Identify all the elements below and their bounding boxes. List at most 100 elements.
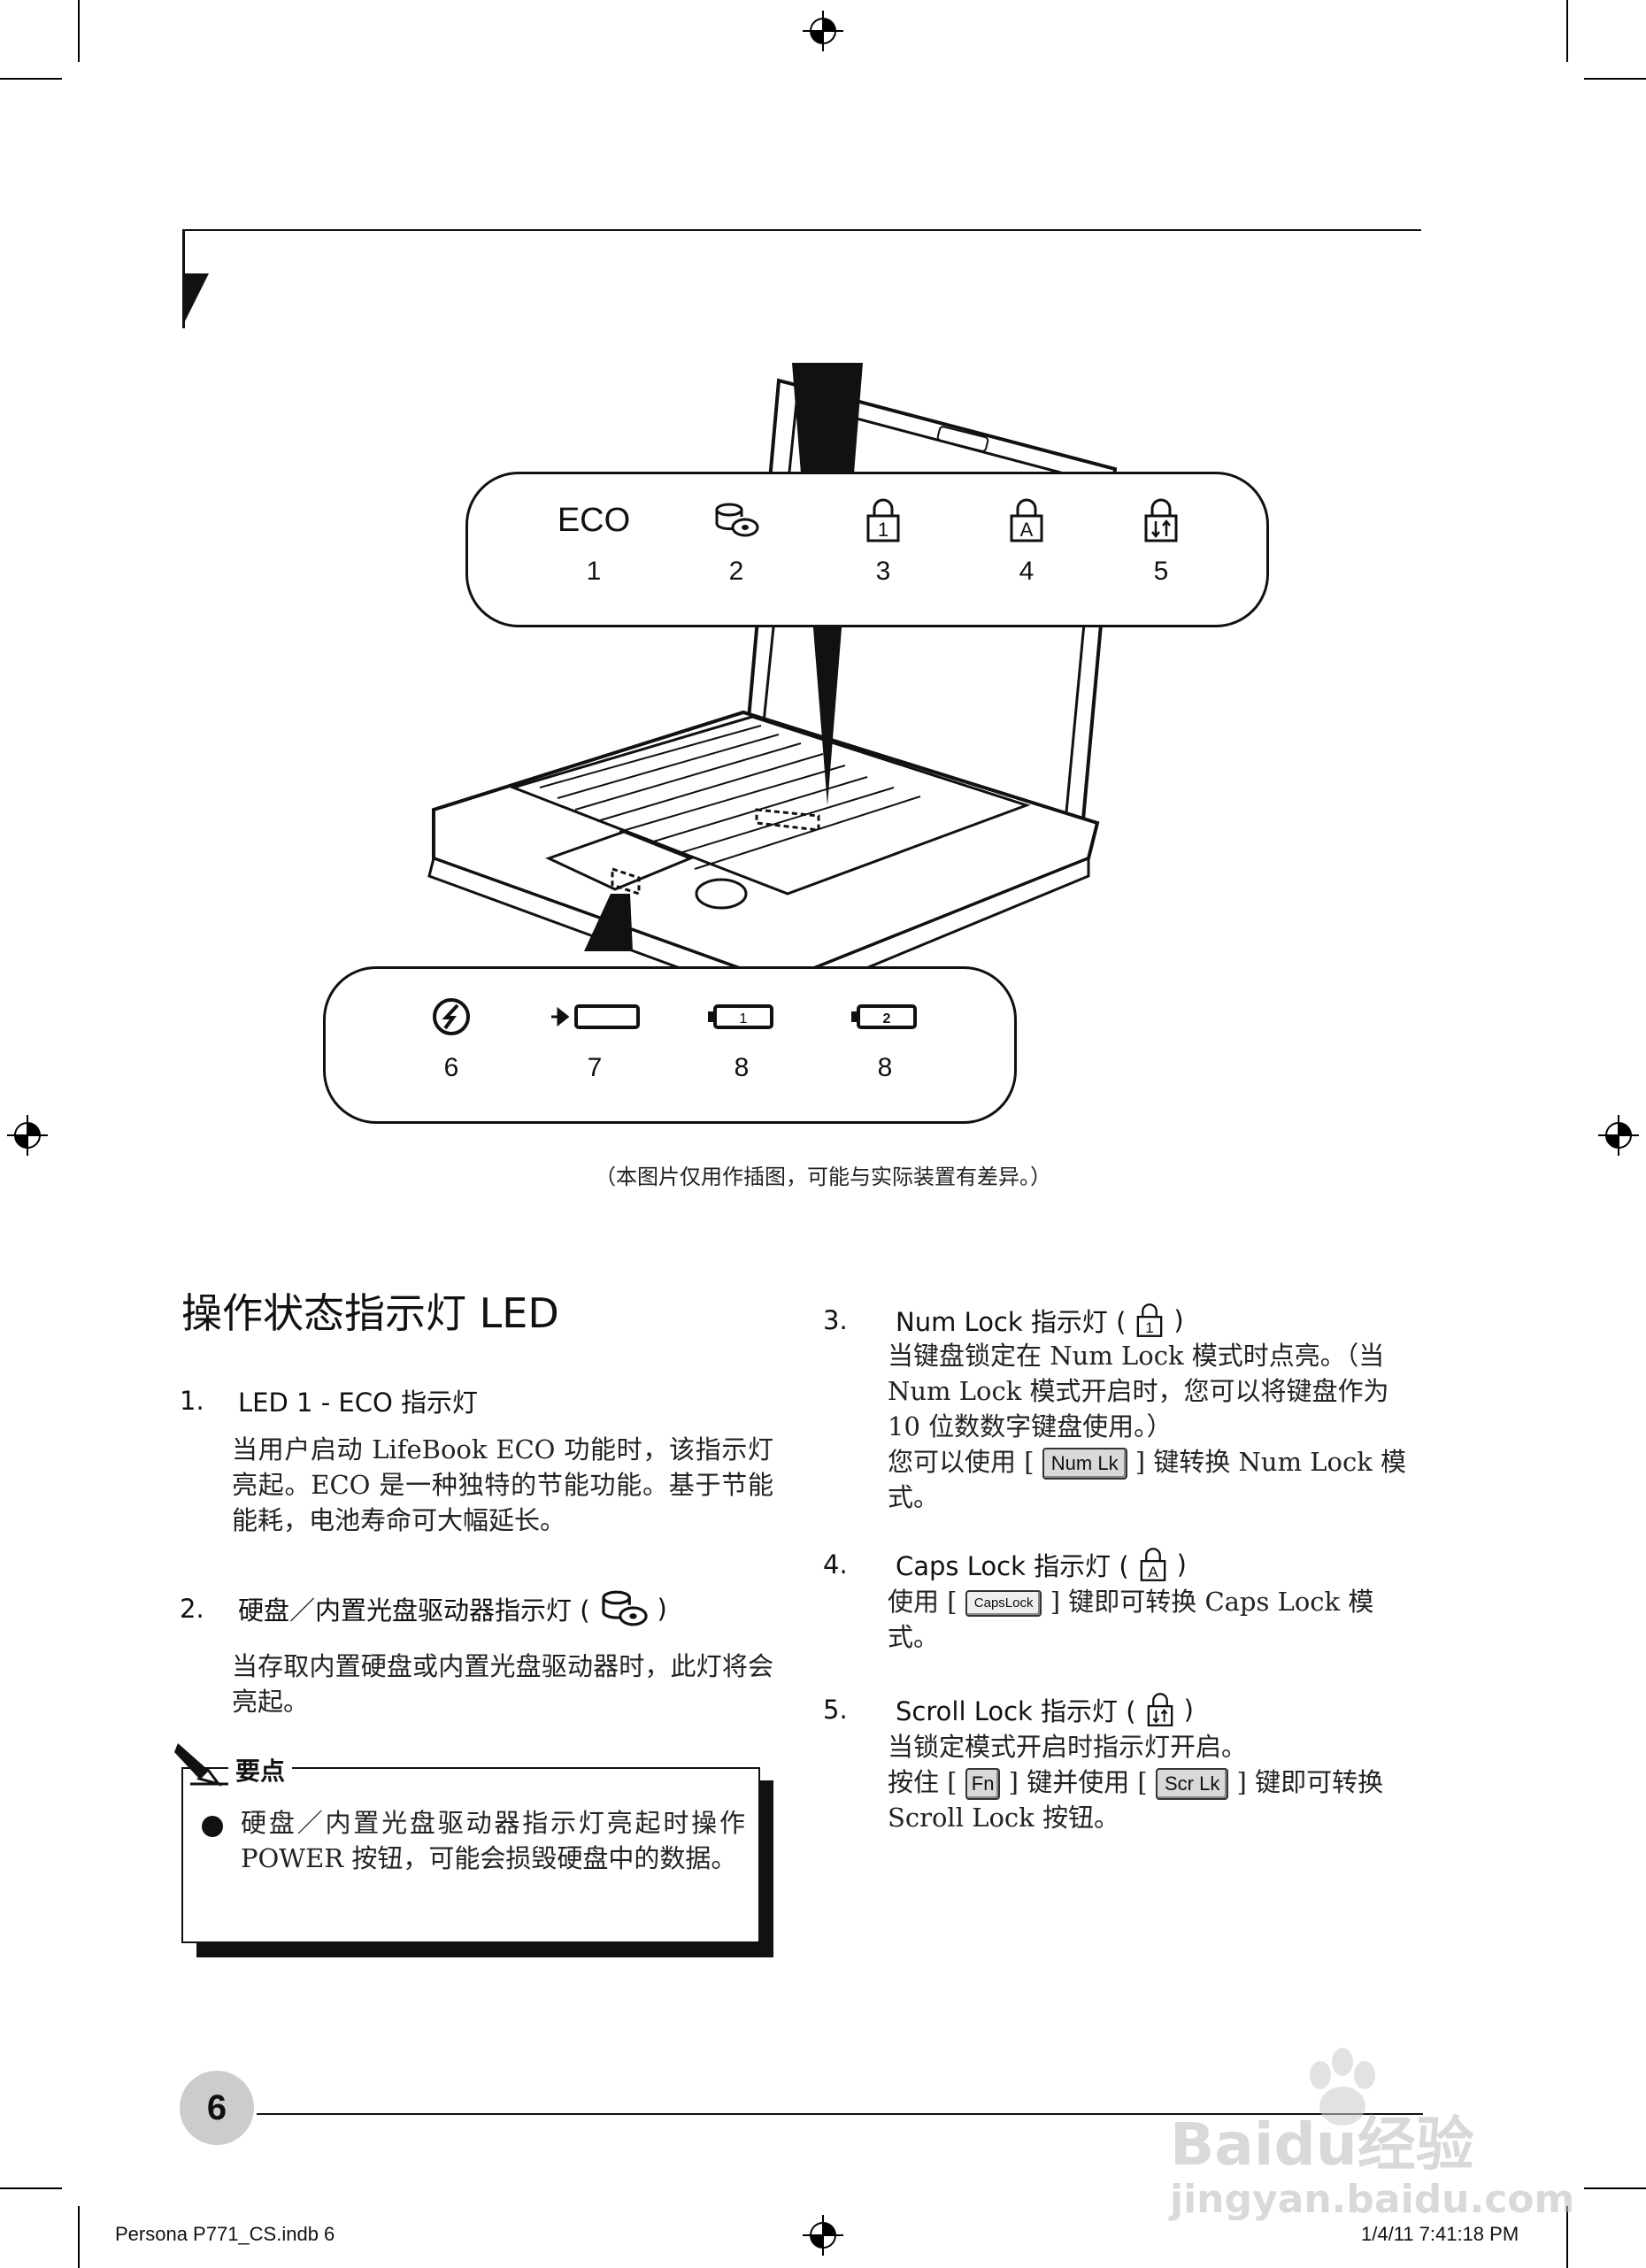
ac-adapter-icon	[551, 1004, 640, 1029]
indicator-number: 5	[1153, 557, 1169, 586]
scr-lk-key: Scr Lk	[1155, 1768, 1229, 1800]
indicator-2: 2	[683, 498, 789, 587]
body-line: 式。	[888, 1622, 940, 1652]
indicator-number: 6	[443, 1053, 459, 1082]
crop-mark	[1566, 2206, 1568, 2268]
top-indicator-callout	[465, 472, 1269, 627]
disk-drive-icon	[601, 1590, 648, 1626]
disk-drive-icon	[715, 503, 759, 537]
indicator-4: A 4	[973, 498, 1080, 587]
caps-lock-glyph: A	[1148, 1564, 1158, 1580]
note-text: 硬盘／内置光盘驱动器指示灯亮起时操作 POWER 按钮，可能会损毁硬盘中的数据。	[241, 1808, 745, 1873]
crop-mark	[0, 78, 62, 80]
text-fragment: ] 键转换 Num Lock 模	[1135, 1447, 1407, 1477]
indicator-number: 8	[734, 1053, 750, 1082]
item-3-body: 当键盘锁定在 Num Lock 模式时点亮。（当 Num Lock 模式开启时，…	[888, 1338, 1419, 1515]
footer-timestamp: 1/4/11 7:41:18 PM	[1361, 2223, 1519, 2245]
text-fragment: 按住 [	[888, 1767, 958, 1797]
header-rule	[182, 229, 1421, 231]
registration-mark-icon	[1598, 1115, 1639, 1156]
note-box	[181, 1767, 760, 1943]
item-1-heading: 1. LED 1 - ECO 指示灯	[180, 1382, 478, 1419]
item-number: 3.	[823, 1305, 848, 1335]
battery-2-label: 2	[883, 1011, 891, 1026]
battery-1-label: 1	[740, 1011, 748, 1026]
figure-caption: （本图片仅用作插图，可能与实际装置有差异。）	[595, 1165, 1051, 1189]
bottom-rule	[257, 2113, 1423, 2115]
caps-lock-glyph: A	[1020, 519, 1034, 541]
item-title-close: )	[657, 1594, 667, 1624]
text-fragment: ] 键并使用 [	[1008, 1767, 1148, 1797]
registration-mark-icon	[803, 11, 843, 51]
item-number: 5.	[823, 1695, 848, 1725]
indicator-8a: 1 8	[688, 995, 795, 1083]
eco-label: ECO	[557, 501, 631, 539]
item-4-body: 使用 [ CapsLock ] 键即可转换 Caps Lock 模 式。	[888, 1584, 1419, 1655]
crop-mark	[1584, 78, 1646, 80]
body-line: Scroll Lock 按钮。	[888, 1803, 1119, 1833]
indicator-number: 7	[587, 1053, 603, 1082]
item-title-close: )	[1176, 1549, 1187, 1580]
item-title: LED 1 - ECO 指示灯	[238, 1388, 478, 1418]
item-title-close: )	[1173, 1305, 1184, 1335]
body-line: 式。	[888, 1482, 940, 1512]
item-title: 硬盘／内置光盘驱动器指示灯 (	[238, 1595, 590, 1626]
indicator-8b: 2 8	[832, 995, 938, 1083]
paw-icon	[1310, 2048, 1375, 2126]
item-title: Scroll Lock 指示灯 (	[896, 1696, 1136, 1726]
indicator-1: ECO 1	[541, 498, 647, 587]
body-line: 您可以使用 [ Num Lk ] 键转换 Num Lock 模	[888, 1444, 1419, 1480]
crop-mark	[78, 0, 80, 62]
indicator-number: 8	[877, 1053, 893, 1082]
bullet-icon	[202, 1816, 223, 1837]
indicator-7: 7	[542, 995, 648, 1083]
battery-1-icon: 1	[708, 1004, 773, 1029]
body-line: 当键盘锁定在 Num Lock 模式时点亮。（当	[888, 1341, 1385, 1371]
text-fragment: 您可以使用 [	[888, 1447, 1035, 1477]
watermark-brand: Baidu经验	[1170, 2110, 1474, 2179]
keyboard-keys	[539, 725, 921, 870]
text-fragment: ] 键即可转换	[1236, 1767, 1384, 1797]
indicator-3: 1 3	[830, 498, 936, 587]
fn-key: Fn	[965, 1768, 1001, 1800]
item-title: Caps Lock 指示灯 (	[896, 1551, 1129, 1581]
body-line: 按住 [ Fn ] 键并使用 [ Scr Lk ] 键即可转换	[888, 1764, 1427, 1800]
num-lock-glyph: 1	[878, 519, 888, 541]
caps-lock-key: CapsLock	[965, 1590, 1042, 1617]
page-number: 6	[180, 2071, 254, 2145]
crop-mark	[0, 2187, 62, 2189]
item-2-body: 当存取内置硬盘或内置光盘驱动器时，此灯将会亮起。	[232, 1651, 773, 1717]
power-icon	[433, 998, 470, 1035]
text-fragment: 使用 [	[888, 1587, 958, 1617]
section-title: 操作状态指示灯 LED	[181, 1289, 559, 1337]
scroll-lock-icon	[1144, 498, 1178, 542]
item-5-body: 当锁定模式开启时指示灯开启。 按住 [ Fn ] 键并使用 [ Scr Lk ]…	[888, 1729, 1427, 1835]
watermark-url: jingyan.baidu.com	[1170, 2177, 1575, 2222]
indicator-number: 2	[728, 557, 744, 586]
indicator-number: 1	[586, 557, 602, 586]
registration-mark-icon	[803, 2215, 843, 2256]
item-3-heading: 3. Num Lock 指示灯 ( 1 )	[823, 1301, 1184, 1340]
item-title-close: )	[1183, 1695, 1194, 1725]
item-2-heading: 2. 硬盘／内置光盘驱动器指示灯 ( )	[180, 1588, 667, 1629]
indicator-6: 6	[398, 995, 504, 1083]
num-lock-icon: 1	[866, 498, 900, 542]
item-title: Num Lock 指示灯 (	[896, 1307, 1127, 1337]
battery-2-icon: 2	[851, 1004, 917, 1029]
baidu-watermark: Baidu经验 jingyan.baidu.com	[1161, 2044, 1574, 2239]
header-triangle-marker	[182, 273, 209, 327]
footer-file-info: Persona P771_CS.indb 6	[115, 2223, 335, 2245]
item-number: 4.	[823, 1549, 848, 1580]
num-lock-icon: 1	[1137, 1303, 1163, 1337]
crop-mark	[1584, 2187, 1646, 2189]
indicator-5: 5	[1108, 498, 1214, 587]
bottom-indicator-callout	[323, 966, 1017, 1124]
num-lk-key: Num Lk	[1042, 1448, 1127, 1480]
body-line: Num Lock 模式开启时，您可以将键盘作为	[888, 1376, 1389, 1406]
registration-mark-icon	[7, 1115, 48, 1156]
indicator-number: 4	[1019, 557, 1035, 586]
body-line: 10 位数数字键盘使用。）	[888, 1411, 1173, 1442]
scroll-lock-icon	[1147, 1693, 1173, 1726]
crop-mark	[1566, 0, 1568, 62]
crop-mark	[78, 2206, 80, 2268]
